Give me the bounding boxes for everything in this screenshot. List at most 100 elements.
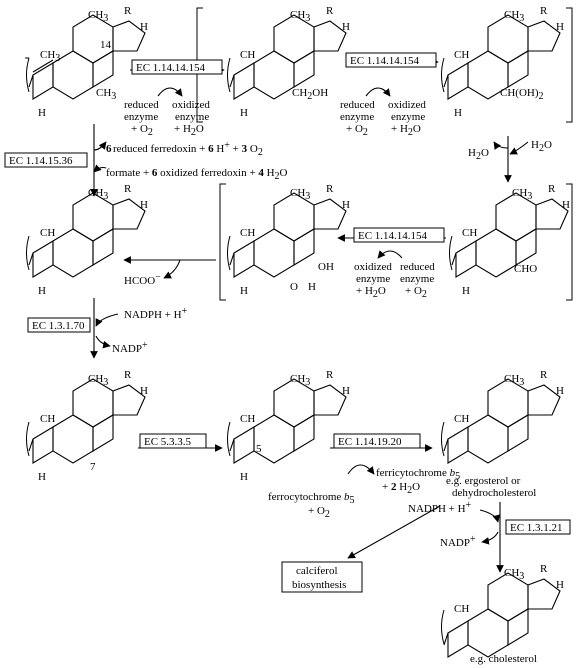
svg-text:H: H — [342, 21, 350, 33]
svg-text:reduced: reduced — [400, 261, 435, 273]
svg-text:H: H — [556, 385, 564, 397]
structure-diene: CH H CH3 R H — [26, 183, 148, 297]
ec-label: EC 1.3.1.21 — [510, 522, 563, 534]
svg-text:CH: CH — [462, 227, 477, 239]
cofactor-arrow — [93, 141, 107, 151]
ec-label: EC 5.3.3.5 — [144, 436, 192, 448]
ec-box — [139, 433, 207, 449]
svg-text:CH3: CH3 — [88, 187, 108, 202]
ch3-label: CH3 — [88, 9, 108, 24]
svg-text:H: H — [140, 385, 148, 397]
ec-box — [353, 227, 445, 243]
calciferol-box — [281, 561, 363, 593]
svg-text:H: H — [562, 199, 570, 211]
svg-text:H: H — [240, 107, 248, 119]
structure-lanosterol-like: CH3 H 14 CH3 CH3 R H — [25, 5, 148, 119]
svg-text:6: 6 — [106, 143, 112, 155]
hcoo-label: HCOO− — [124, 272, 161, 287]
cofactor-arrow — [377, 250, 403, 259]
intermediate-bracket-right — [566, 183, 573, 301]
svg-text:CH: CH — [40, 413, 55, 425]
nadp-label: NADP+ — [112, 340, 148, 355]
reduced-label: reduced — [124, 99, 159, 111]
svg-text:CH: CH — [454, 49, 469, 61]
structure-cholesterol: CH CH3 R H — [441, 563, 564, 658]
svg-text:+ O2: + O2 — [405, 285, 427, 300]
svg-text:H: H — [308, 281, 316, 293]
svg-text:oxidized: oxidized — [354, 261, 392, 273]
nadph-label: NADPH + H+ — [124, 306, 188, 321]
ec-label: EC 1.14.14.154 — [136, 62, 206, 74]
ec-box — [505, 519, 571, 535]
svg-text:H2O: H2O — [531, 139, 552, 154]
svg-text:CH: CH — [240, 227, 255, 239]
svg-text:R: R — [540, 369, 548, 381]
water-in-arrow — [509, 141, 529, 155]
ferredoxin-line1: reduced ferredoxin + 6 H+ + 3 O2 — [113, 140, 263, 158]
svg-text:enzyme: enzyme — [340, 111, 374, 123]
svg-text:H2O: H2O — [468, 147, 489, 162]
enzyme-label: enzyme — [175, 111, 209, 123]
svg-text:CH3: CH3 — [290, 373, 310, 388]
biosynthesis-label: biosynthesis — [292, 579, 346, 591]
svg-text:H: H — [38, 471, 46, 483]
svg-text:R: R — [124, 183, 132, 195]
svg-text:H: H — [240, 285, 248, 297]
calciferol-label: calciferol — [296, 565, 338, 577]
svg-text:CH: CH — [454, 413, 469, 425]
h2o-label: + H2O — [174, 123, 204, 138]
water-out-arrow — [493, 141, 509, 150]
svg-text:R: R — [326, 183, 334, 195]
cofactor-arrow — [365, 87, 391, 97]
position-14-label: 14 — [100, 39, 112, 51]
cho-label: CHO — [514, 263, 537, 275]
formate-out-arrow — [163, 259, 181, 279]
svg-text:enzyme: enzyme — [391, 111, 425, 123]
ec-box — [131, 59, 223, 75]
svg-text:R: R — [548, 183, 556, 195]
oxidized-label: oxidized — [172, 99, 210, 111]
svg-text:R: R — [326, 369, 334, 381]
position-5-label: 5 — [256, 443, 262, 455]
svg-text:H: H — [342, 199, 350, 211]
svg-text:R: R — [124, 369, 132, 381]
cofactor-arrow — [93, 164, 107, 173]
structure-7-ene: CH H 5 CH3 R H — [227, 369, 350, 483]
ec-box — [333, 433, 421, 449]
ec-box — [27, 317, 91, 333]
oh-label: OH — [318, 261, 334, 273]
svg-text:R: R — [540, 563, 548, 575]
svg-text:CH: CH — [40, 227, 55, 239]
svg-text:CH3: CH3 — [290, 187, 310, 202]
svg-text:H: H — [556, 21, 564, 33]
reaction-arrow — [347, 505, 441, 559]
svg-text:CH: CH — [454, 603, 469, 615]
cofactor-arrow — [95, 313, 119, 327]
svg-text:H: H — [454, 107, 462, 119]
svg-text:H: H — [556, 579, 564, 591]
svg-text:enzyme: enzyme — [400, 273, 434, 285]
svg-text:R: R — [326, 5, 334, 17]
ec-label: EC 1.14.15.36 — [9, 155, 73, 167]
svg-text:H: H — [240, 471, 248, 483]
nadph-label: NADPH + H+ — [408, 500, 472, 515]
svg-text:reduced: reduced — [340, 99, 375, 111]
ferricytochrome-label: ferricytochrome b5 — [376, 467, 460, 482]
structure-5-7-diene: CH CH3 R H — [441, 369, 564, 464]
svg-text:H: H — [140, 199, 148, 211]
ec-box — [345, 52, 437, 68]
r-label: R — [124, 5, 132, 17]
intermediate-bracket-left — [219, 183, 226, 301]
cofactor-arrow — [95, 335, 111, 349]
ch3-label: CH3 — [96, 87, 116, 102]
svg-text:CH3: CH3 — [290, 9, 310, 24]
ferrocytochrome-label: ferrocytochrome b5 — [268, 491, 355, 506]
svg-text:CH: CH — [240, 413, 255, 425]
svg-text:+ O2: + O2 — [308, 505, 330, 520]
svg-text:CH3: CH3 — [504, 9, 524, 24]
svg-text:CH3: CH3 — [504, 567, 524, 582]
svg-text:CH: CH — [240, 49, 255, 61]
two-h2o-label: + 2 H2O — [382, 481, 420, 496]
ec-label: EC 1.14.19.20 — [338, 436, 402, 448]
